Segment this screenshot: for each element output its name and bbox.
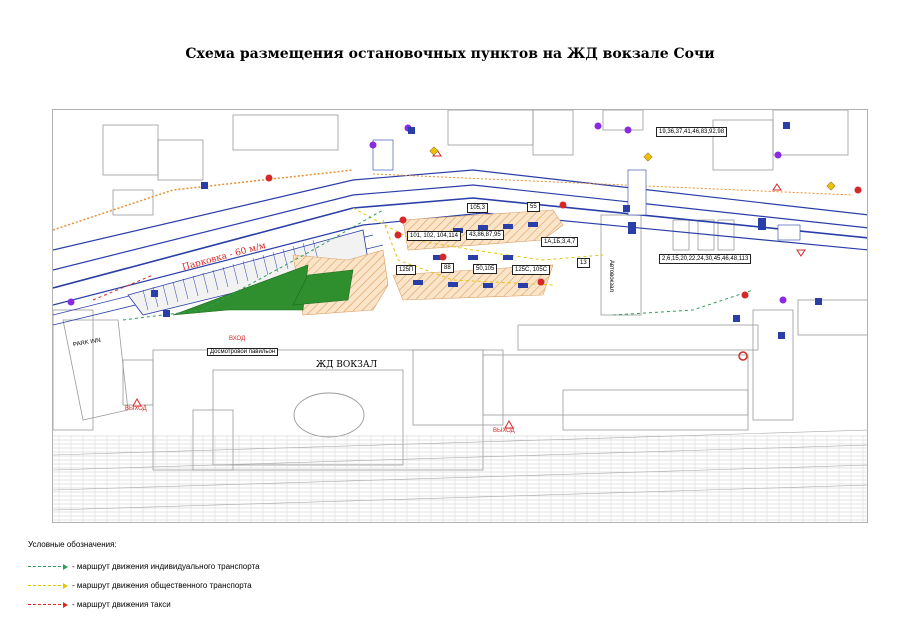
- stop-label: 88: [441, 263, 454, 273]
- stop-label: 101, 102, 104,114: [407, 231, 461, 241]
- crosswalks: [372, 139, 801, 241]
- legend-item-label: - маршрут движения такси: [72, 600, 171, 609]
- stop-label: 125С, 105С: [512, 265, 551, 275]
- station-map: Парковка - 60 м/м ЖД ВОКЗАЛ PARK INN Дос…: [52, 109, 868, 523]
- route-line-icon: [28, 563, 68, 570]
- stop-label: 1А,1Б,3,4,7: [541, 237, 579, 247]
- legend-item-label: - маршрут движения общественного транспо…: [72, 581, 252, 590]
- legend-item-label: - маршрут движения индивидуального транс…: [72, 562, 260, 571]
- parking-lot: [127, 229, 369, 316]
- stop-label: 13: [577, 258, 590, 268]
- map-canvas: [53, 110, 867, 522]
- legend-item: - маршрут движения индивидуального транс…: [28, 557, 260, 576]
- legend-title: Условные обозначения:: [28, 540, 117, 549]
- route-lines: [92, 207, 754, 321]
- stop-label: 19,36,37,41,46,83,92,98: [656, 127, 728, 137]
- station-dome: [293, 392, 365, 438]
- bus-station-label: Автовокзал: [608, 260, 614, 292]
- stop-label: 55: [527, 202, 540, 212]
- green-areas: [172, 264, 354, 316]
- stop-label: 2,6,15,20,22,24,30,45,46,48,113: [659, 254, 752, 264]
- legend-item: - маршрут движения такси: [28, 595, 260, 614]
- route-line-icon: [28, 582, 68, 589]
- exit-label-left: ВЫХОД: [125, 406, 147, 412]
- stop-label: 105,3: [467, 203, 489, 213]
- station-label: ЖД ВОКЗАЛ: [316, 360, 378, 370]
- exit-label-right: ВЫХОД: [493, 428, 515, 434]
- bus-markers: [413, 218, 766, 288]
- legend: Условные обозначения: - маршрут движения…: [28, 540, 260, 614]
- legend-item: - маршрут движения общественного транспо…: [28, 576, 260, 595]
- stop-label: 43,86,87,95: [466, 230, 504, 240]
- buildings: [53, 110, 867, 471]
- stop-label: 125П: [396, 265, 417, 275]
- map-title: Схема размещения остановочных пунктов на…: [185, 46, 715, 62]
- route-line-icon: [28, 601, 68, 608]
- traffic-signs: [67, 122, 862, 361]
- inspection-label: Досмотровой павильон: [207, 348, 279, 356]
- stop-label: 50,105: [473, 264, 498, 274]
- entrance-label: ВХОД: [229, 336, 246, 342]
- exit-markers: [132, 397, 514, 429]
- railway-tracks: [53, 429, 867, 522]
